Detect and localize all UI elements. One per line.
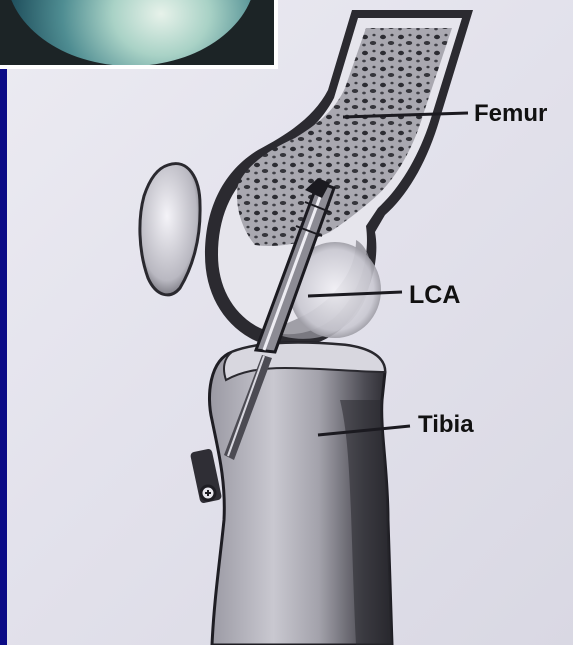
arthroscope-circle [6, 0, 256, 65]
femur-label: Femur [474, 100, 547, 128]
arthroscopy-inset-photo [0, 0, 278, 69]
lca-label: LCA [409, 281, 460, 310]
tibia-label: Tibia [418, 411, 474, 439]
patella-bone [140, 164, 200, 295]
tibial-screw [190, 448, 222, 503]
tibia-bone [209, 343, 392, 645]
arthroscopy-view-icon [0, 0, 274, 65]
